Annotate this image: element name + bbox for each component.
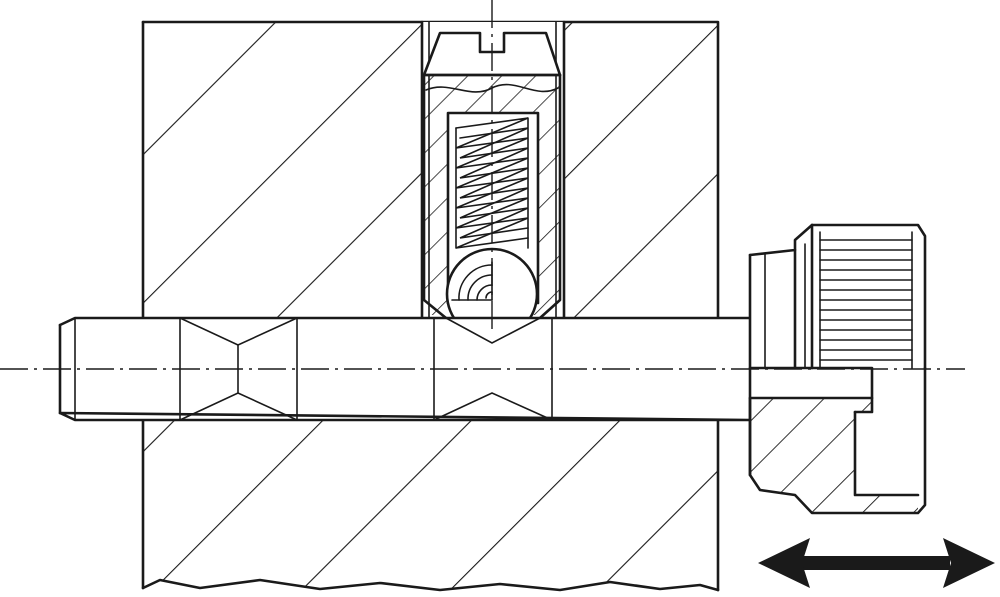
centre-lines bbox=[0, 0, 965, 370]
spring-plunger bbox=[420, 20, 566, 341]
double-arrow-icon bbox=[758, 538, 995, 588]
